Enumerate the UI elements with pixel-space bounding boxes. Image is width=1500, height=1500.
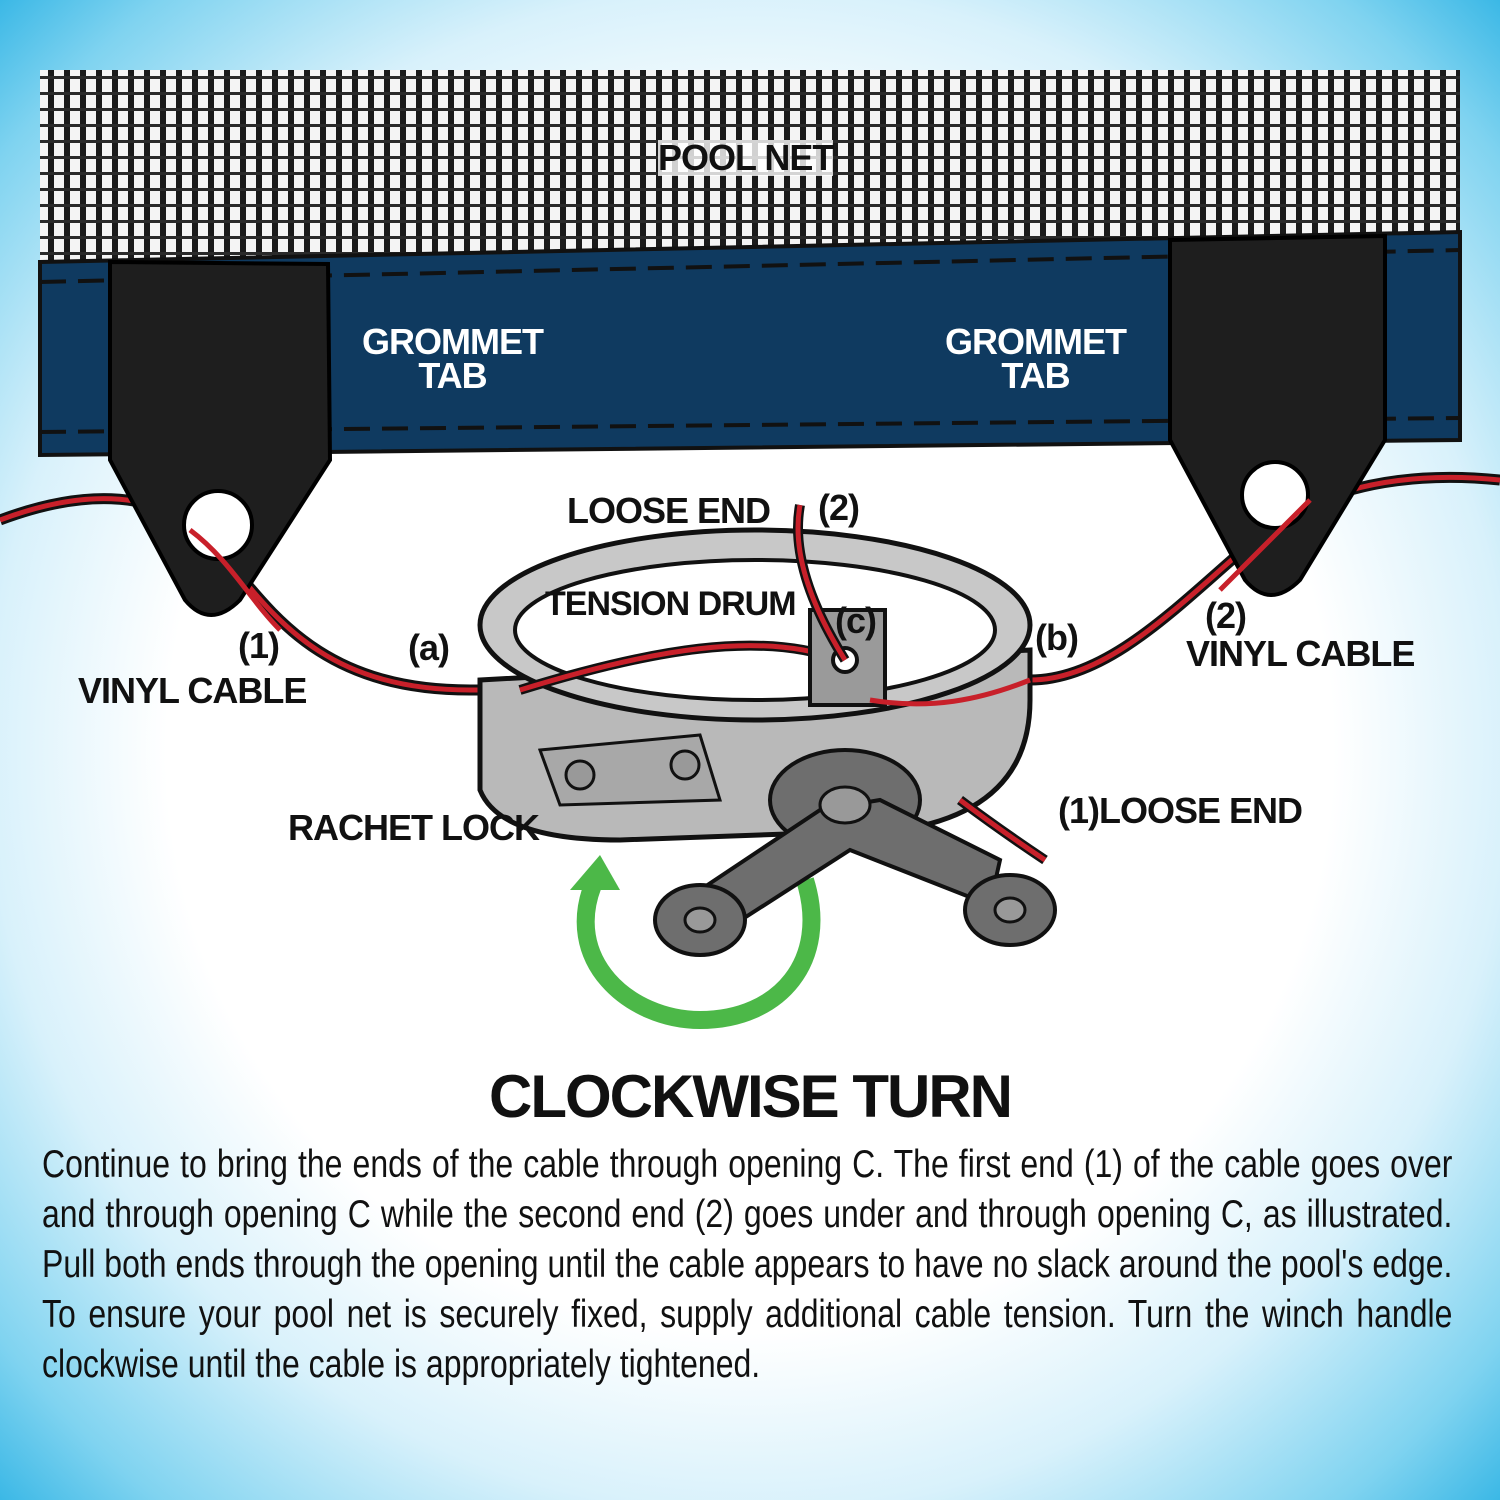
rachet-lock-label: RACHET LOCK [288, 807, 540, 848]
grommet-label-line: GROMMET [362, 321, 544, 362]
vinyl-cable-2-label: VINYL CABLE [1186, 633, 1415, 674]
tension-drum-label: TENSION DRUM [545, 585, 797, 623]
clockwise-arrow-icon [576, 876, 821, 1030]
tab-label-line: TAB [418, 355, 487, 396]
tension-drum [477, 504, 1033, 843]
vinyl-cable-2-number: (2) [1205, 595, 1247, 636]
tab-label-line: TAB [1001, 355, 1070, 396]
loose-end-1-label: (1)LOOSE END [1058, 790, 1303, 831]
loose-end-2-number: (2) [818, 487, 860, 528]
instruction-title: CLOCKWISE TURN [489, 1063, 1013, 1130]
grommet-tab-right-label: GROMMET TAB [928, 321, 1143, 396]
grommet-label-line: GROMMET [945, 321, 1127, 362]
winch-handle [653, 748, 1057, 957]
net-border-band [38, 229, 1462, 458]
grommet-tab-right [1168, 233, 1387, 597]
opening-b-label: (b) [1035, 617, 1079, 658]
instruction-text: Continue to bring the ends of the cable … [42, 1143, 1453, 1386]
pool-net-label: POOL NET [658, 137, 834, 178]
opening-a-label: (a) [408, 627, 450, 668]
grommet-hole-right [1240, 460, 1310, 530]
vinyl-cable-1-number: (1) [238, 625, 280, 666]
grommet-hole-left [182, 489, 254, 561]
grommet-tab-left [108, 259, 333, 617]
loose-end-2-label: LOOSE END [567, 490, 771, 531]
vinyl-cable-1-label: VINYL CABLE [78, 670, 307, 711]
instruction-body: Continue to bring the ends of the cable … [42, 1140, 1452, 1390]
grommet-tab-left-label: GROMMET TAB [345, 321, 560, 396]
opening-c-label: (c) [835, 600, 877, 641]
